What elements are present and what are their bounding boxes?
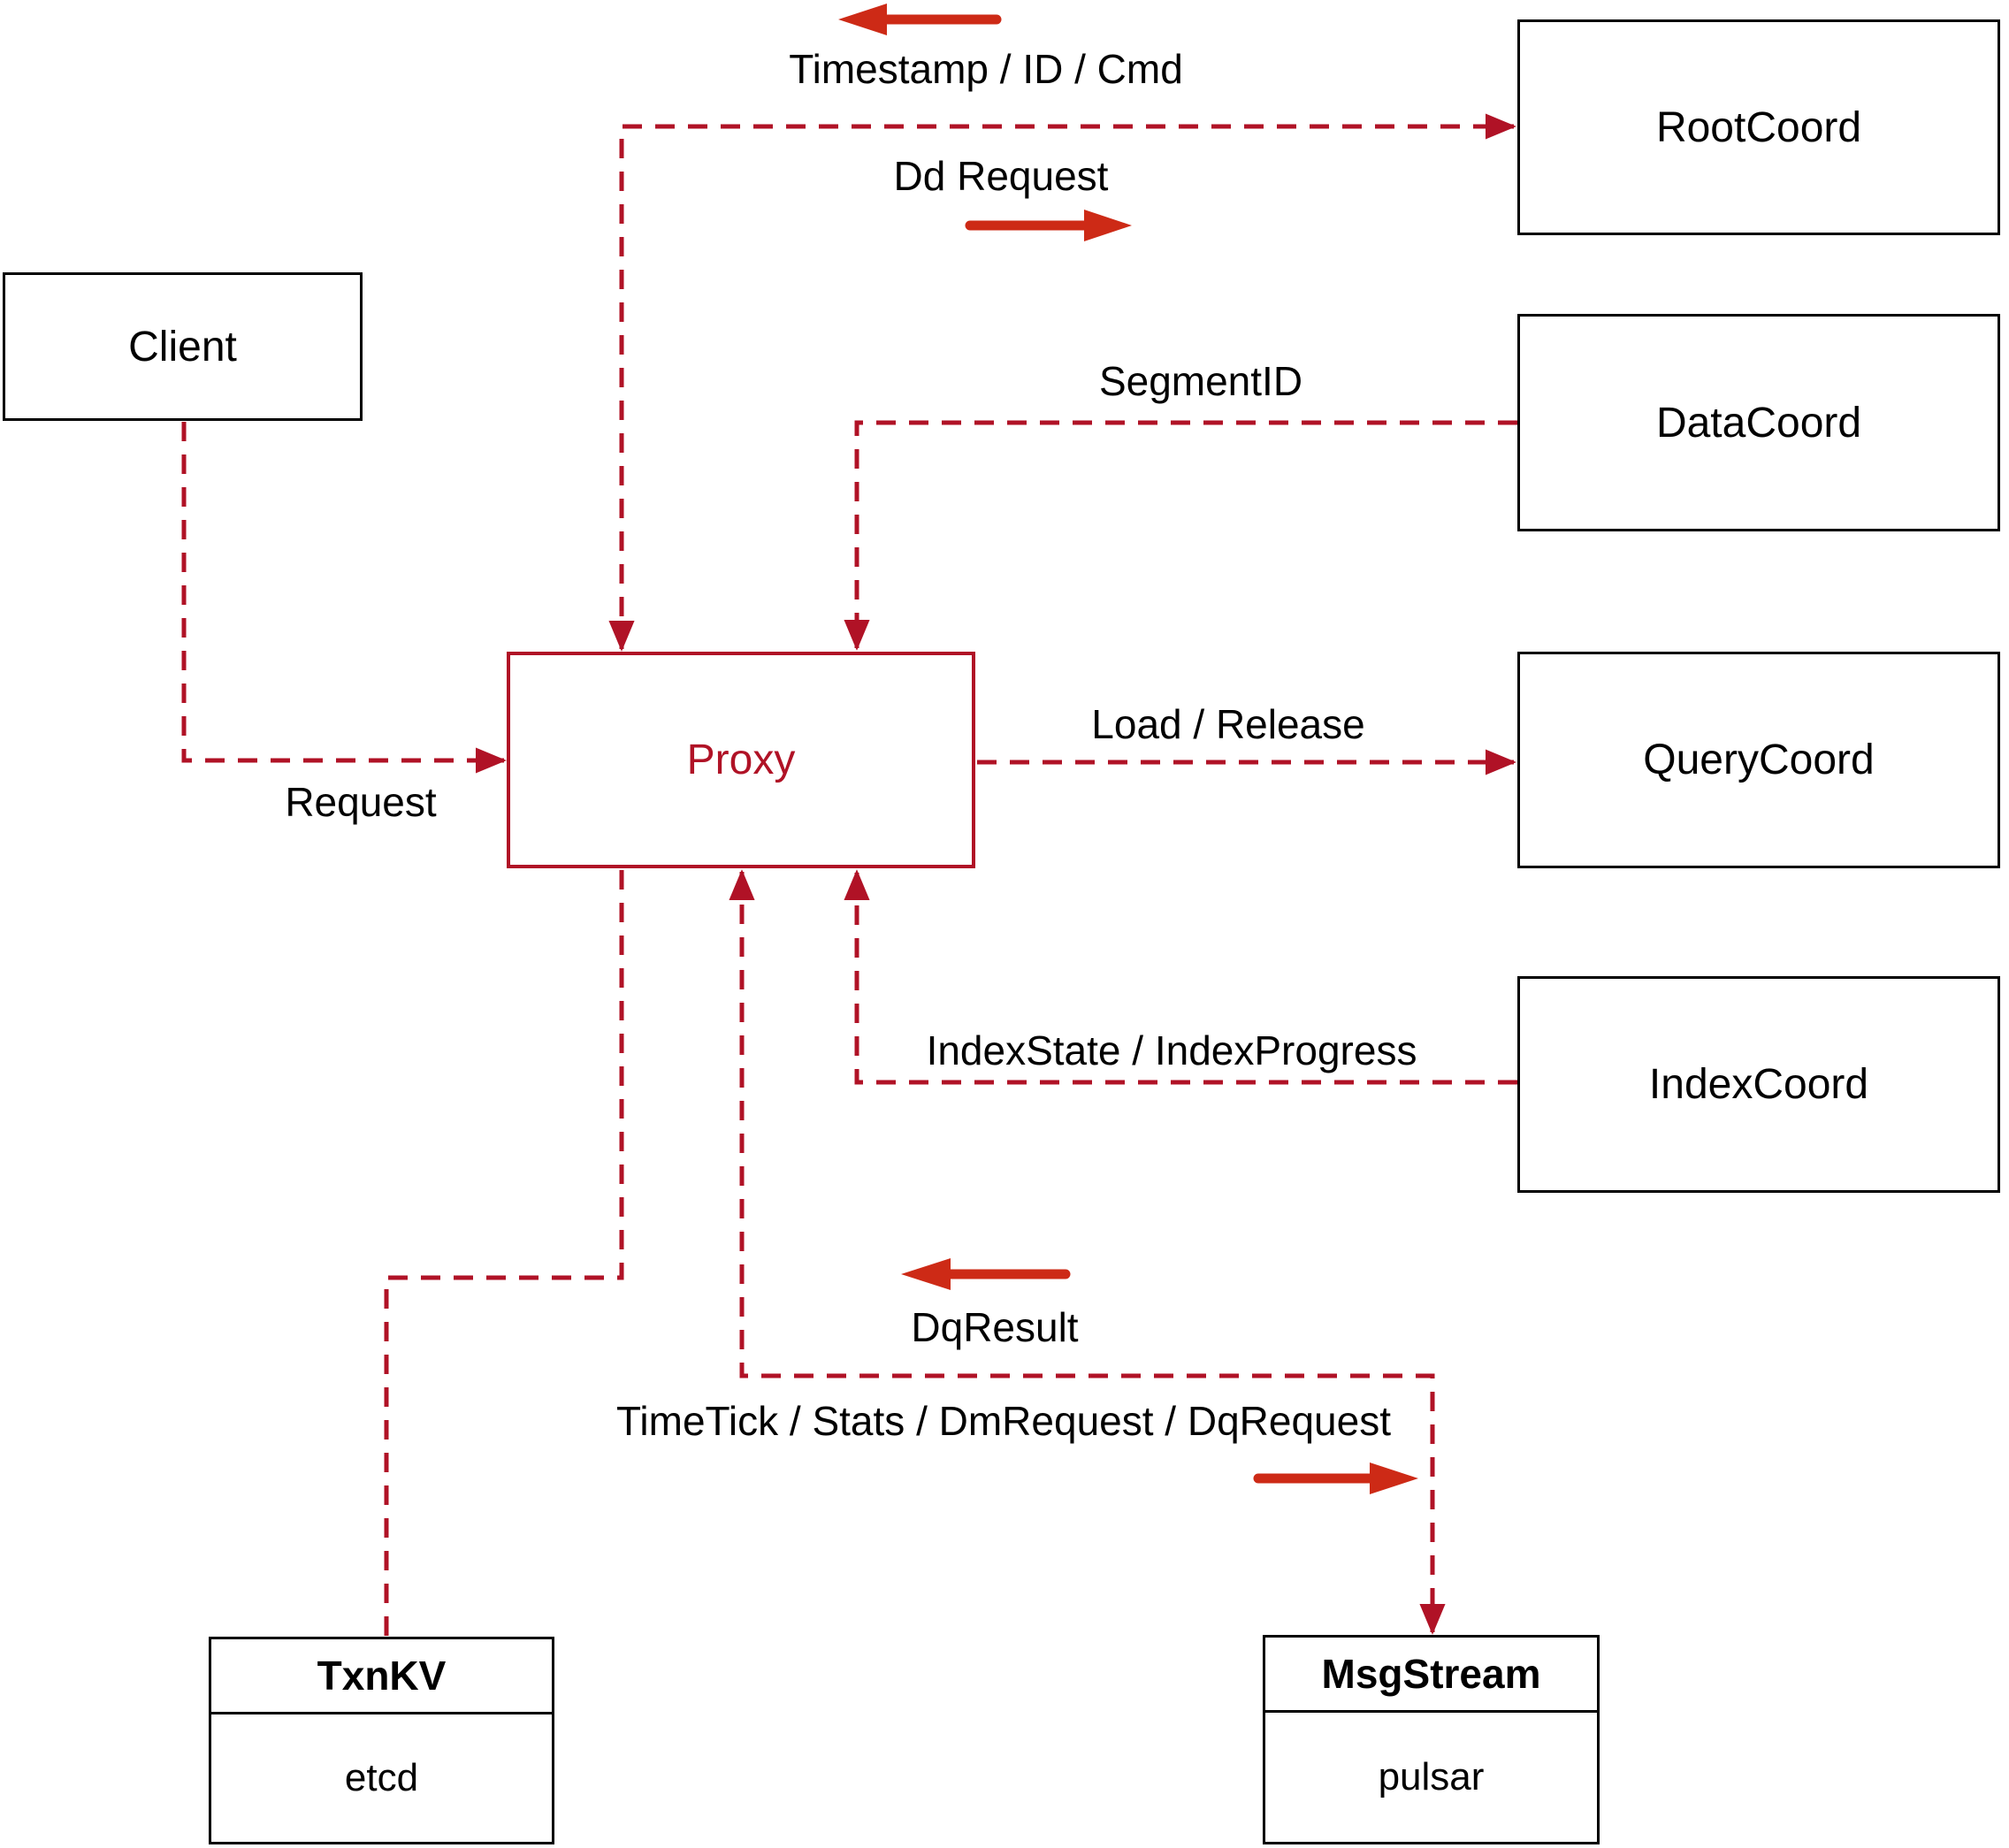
edge-datacoord-proxy: [844, 420, 1517, 651]
left-arrow-icon: [838, 4, 1002, 35]
edge-client-proxy: [181, 422, 507, 774]
node-indexcoord-label: IndexCoord: [1648, 1061, 1869, 1108]
right-arrow-icon: [1253, 1462, 1418, 1494]
node-txnkv-title: TxnKV: [211, 1639, 552, 1714]
edge-label-time-tick-stats: TimeTick / Stats / DmRequest / DqRequest: [616, 1398, 1391, 1444]
node-msgstream: MsgStream pulsar: [1263, 1635, 1600, 1844]
node-client: Client: [3, 272, 363, 421]
edge-proxy-txnkv: [384, 870, 624, 1637]
node-datacoord: DataCoord: [1517, 314, 2000, 531]
edge-proxy-rootcoord: [608, 113, 1516, 652]
edge-label-load-release: Load / Release: [1091, 701, 1365, 747]
edge-label-index-state-progress: IndexState / IndexProgress: [926, 1027, 1417, 1073]
node-indexcoord: IndexCoord: [1517, 976, 2000, 1193]
node-client-label: Client: [128, 323, 237, 370]
edge-label-dd-request: Dd Request: [893, 153, 1109, 199]
node-rootcoord: RootCoord: [1517, 19, 2000, 235]
edge-label-segment-id: SegmentID: [1098, 358, 1303, 404]
node-txnkv: TxnKV etcd: [209, 1637, 554, 1844]
node-msgstream-title: MsgStream: [1265, 1638, 1597, 1713]
node-querycoord: QueryCoord: [1517, 652, 2000, 868]
edge-label-request: Request: [285, 779, 437, 825]
edge-proxy-msgstream: [729, 869, 1446, 1635]
node-msgstream-impl: pulsar: [1378, 1755, 1485, 1798]
edge-label-dq-result: DqResult: [911, 1304, 1079, 1350]
node-datacoord-label: DataCoord: [1655, 399, 1862, 447]
node-proxy-label: Proxy: [686, 737, 796, 783]
node-proxy: Proxy: [507, 652, 975, 868]
right-arrow-icon: [965, 210, 1132, 241]
node-rootcoord-label: RootCoord: [1655, 103, 1862, 151]
edge-label-timestamp-id-cmd: Timestamp / ID / Cmd: [789, 46, 1183, 92]
node-querycoord-label: QueryCoord: [1643, 737, 1875, 783]
node-txnkv-impl: etcd: [344, 1756, 419, 1799]
left-arrow-icon: [901, 1258, 1071, 1290]
